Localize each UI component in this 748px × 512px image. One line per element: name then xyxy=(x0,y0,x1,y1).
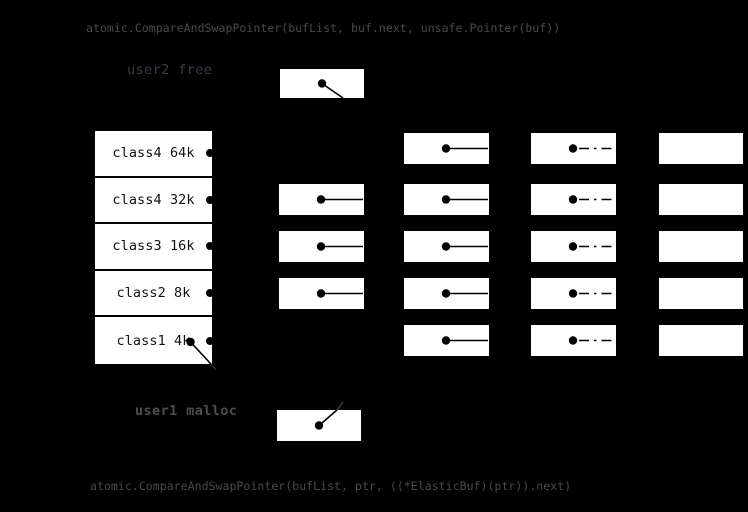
cell-16k-list1 xyxy=(279,231,364,262)
user1-malloc-label: user1 malloc xyxy=(135,403,238,419)
next-pointer-dot xyxy=(206,195,214,204)
size-class-table: class4 64k class4 32k class3 16k class2 8k c… xyxy=(95,131,214,364)
size-class-row: class3 16k xyxy=(95,224,214,271)
pointer-glyph xyxy=(441,289,488,298)
cell-8k-list2 xyxy=(404,278,489,309)
pointer-glyph xyxy=(659,184,743,215)
pointer-glyph xyxy=(441,195,488,204)
cell-32k-list2 xyxy=(404,184,489,215)
cell-8k-list1 xyxy=(279,278,364,309)
size-class-row: class2 8k xyxy=(95,271,214,318)
user2-free-label: user2 free xyxy=(127,62,213,78)
size-class-label: class3 16k xyxy=(112,238,195,255)
cas-free-code-text: atomic.CompareAndSwapPointer(bufList, bu… xyxy=(86,21,561,35)
pointer-glyph xyxy=(568,195,615,204)
pointer-glyph xyxy=(568,336,615,345)
cell-64k-list2 xyxy=(404,133,489,164)
pointer-glyph xyxy=(441,242,488,251)
pointer-glyph xyxy=(568,289,615,298)
pointer-dot xyxy=(568,289,578,298)
cell-16k-list2 xyxy=(404,231,489,262)
size-class-row: class4 32k xyxy=(95,178,214,225)
user1-malloc-head-cell xyxy=(277,401,361,441)
next-pointer-dot xyxy=(206,289,214,298)
pointer-glyph xyxy=(441,144,488,153)
size-class-label: class2 8k xyxy=(116,285,191,302)
next-pointer-dot xyxy=(206,149,214,158)
pointer-glyph xyxy=(659,278,743,309)
cell-64k-tail xyxy=(659,133,743,164)
pointer-glyph xyxy=(317,79,344,99)
pointer-glyph xyxy=(314,401,344,430)
size-class-row: class4 64k xyxy=(95,131,214,178)
pointer-dot xyxy=(568,336,578,345)
head-pointer-line-faint xyxy=(336,401,344,411)
size-class-row: class1 4k xyxy=(95,317,214,364)
head-pointer-line xyxy=(318,409,338,427)
pointer-glyph xyxy=(659,231,743,262)
cell-32k-tail xyxy=(659,184,743,215)
pointer-glyph xyxy=(568,144,615,153)
head-pointer-line xyxy=(321,82,344,99)
cell-8k-tail xyxy=(659,278,743,309)
cell-4k-tail xyxy=(659,325,743,356)
cell-8k-list3 xyxy=(531,278,616,309)
pointer-dot xyxy=(568,242,578,251)
cell-4k-list3 xyxy=(531,325,616,356)
pointer-glyph xyxy=(316,195,363,204)
size-class-label: class4 32k xyxy=(112,191,195,208)
pointer-glyph xyxy=(568,242,615,251)
cas-malloc-code-text: atomic.CompareAndSwapPointer(bufList, pt… xyxy=(90,479,572,493)
user2-free-head-cell xyxy=(280,69,364,99)
size-class-label: class4 64k xyxy=(112,145,195,162)
cell-32k-list3 xyxy=(531,184,616,215)
cell-64k-list3 xyxy=(531,133,616,164)
pointer-dot xyxy=(568,195,578,204)
cell-16k-list3 xyxy=(531,231,616,262)
cell-32k-list1 xyxy=(279,184,364,215)
cell-16k-tail xyxy=(659,231,743,262)
class1-head-pointer-line-faint xyxy=(210,363,217,371)
pointer-dot xyxy=(568,144,578,153)
pointer-glyph xyxy=(316,242,363,251)
next-pointer-dot xyxy=(206,336,214,345)
pointer-glyph xyxy=(441,336,488,345)
pointer-glyph xyxy=(316,289,363,298)
cell-4k-list2 xyxy=(404,325,489,356)
next-pointer-dot xyxy=(206,242,214,251)
pointer-glyph xyxy=(659,325,743,356)
pointer-glyph xyxy=(659,133,743,164)
size-class-label: class1 4k xyxy=(116,332,191,349)
